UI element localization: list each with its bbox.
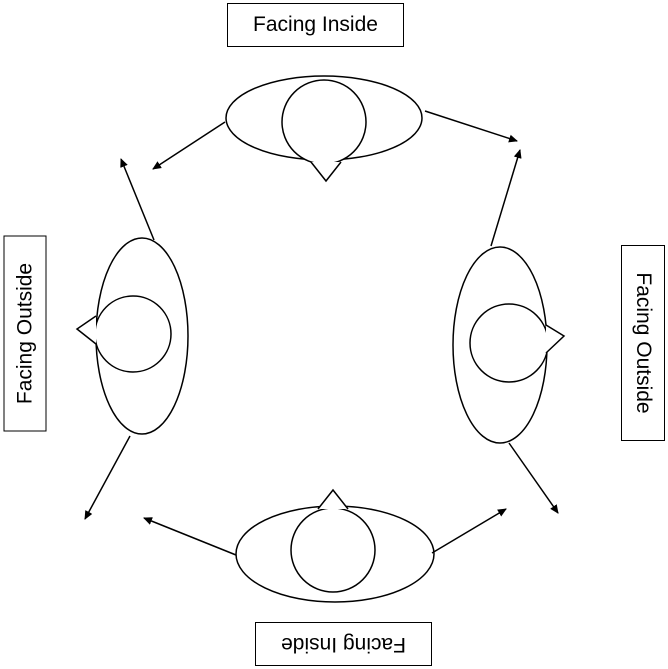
arrow-right-up xyxy=(490,149,522,247)
label-top-text: Facing Inside xyxy=(253,13,378,36)
figure-left xyxy=(75,237,189,435)
figure-bottom-head xyxy=(290,507,376,593)
arrow-bottom-left xyxy=(143,517,237,556)
figure-right xyxy=(452,246,566,444)
label-top-facing-inside: Facing Inside xyxy=(227,3,404,47)
figure-bottom xyxy=(235,488,435,603)
figure-top-head xyxy=(281,79,367,165)
figure-left-head xyxy=(94,295,172,373)
figure-top xyxy=(225,75,423,183)
arrow-left-down xyxy=(84,435,131,520)
figure-bottom-nose xyxy=(317,488,349,510)
arrow-top-left xyxy=(152,121,226,170)
figure-right-nose xyxy=(545,324,566,354)
figure-left-nose xyxy=(75,315,97,345)
figure-right-head xyxy=(469,303,549,383)
arrow-right-down xyxy=(508,442,559,514)
arrow-left-up xyxy=(120,158,155,241)
arrow-top-right xyxy=(424,110,518,143)
figure-top-nose xyxy=(310,161,342,183)
arrow-bottom-right xyxy=(431,508,507,554)
